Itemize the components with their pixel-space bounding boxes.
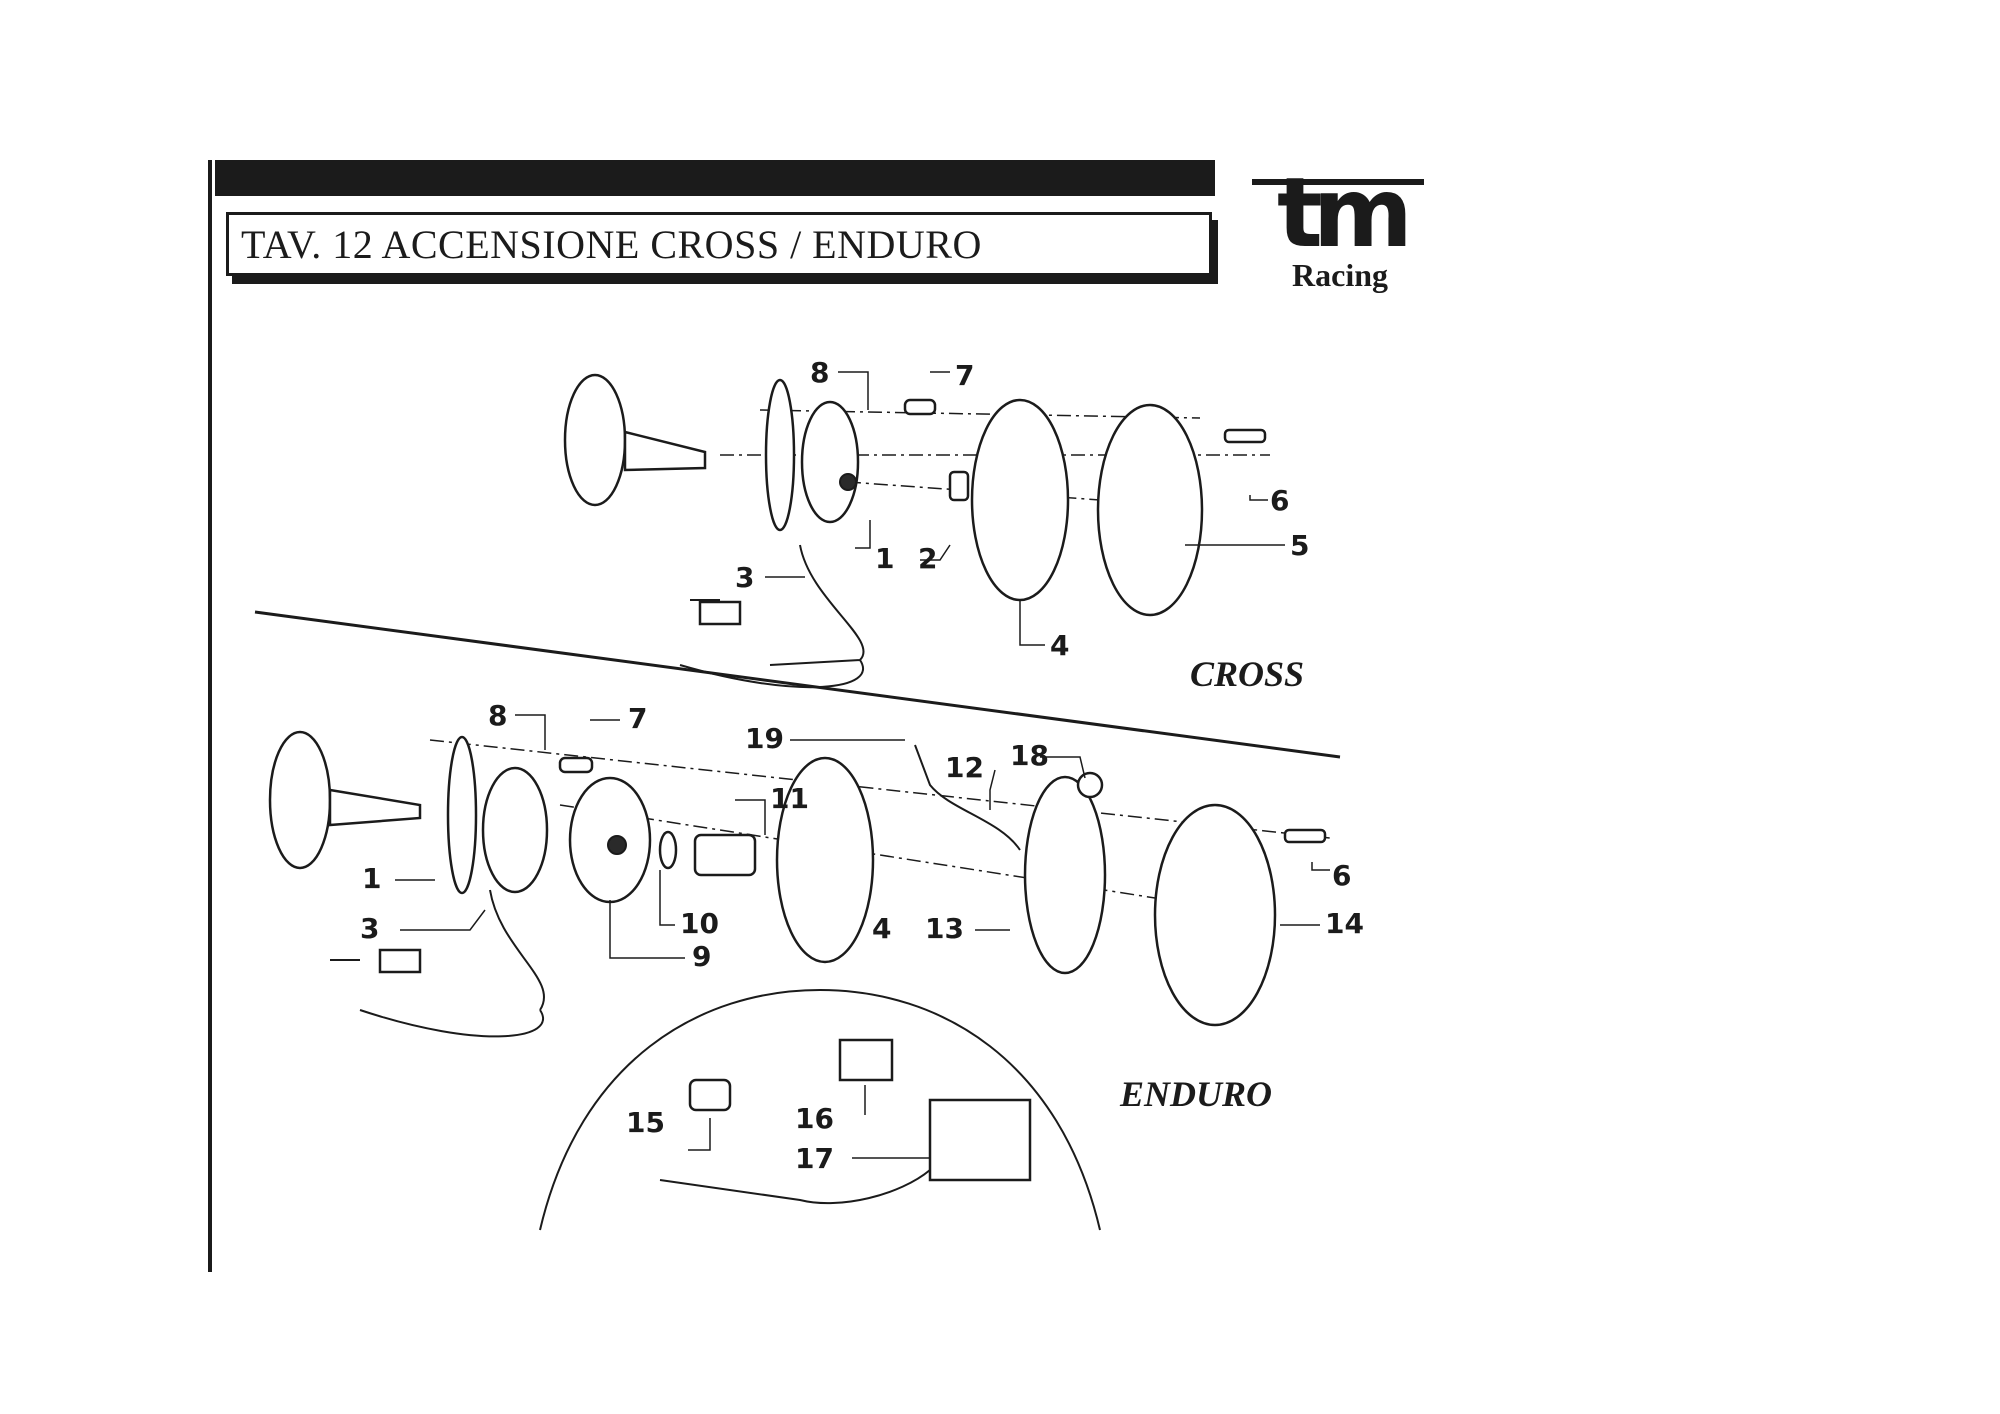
enduro-callout-16: 16 [795,1102,834,1135]
enduro-cable-19 [914,744,1021,851]
title-box: TAV. 12 ACCENSIONE CROSS / ENDURO [226,212,1212,276]
enduro-assembly [268,730,1331,1038]
enduro-bolt-6 [1283,828,1327,844]
enduro-washer-10 [658,830,678,870]
enduro-callout-6: 6 [1332,859,1351,892]
cross-callout-7: 7 [955,359,974,392]
cross-key-2 [948,470,970,502]
relay-16 [838,1038,894,1082]
logo-subtitle: Racing [1292,257,1388,293]
enduro-callout-3: 3 [360,912,379,945]
enduro-electronics-inset [539,988,1101,1231]
cross-gasket-4 [970,398,1070,602]
enduro-section-label: ENDURO [1119,1074,1272,1114]
enduro-callout-18: 18 [1010,739,1049,772]
enduro-cover-14 [1153,803,1277,1027]
cross-leader-lines [765,371,1285,646]
enduro-callout-4: 4 [872,912,891,945]
cross-connector [698,600,742,626]
cross-callout-4: 4 [1050,629,1069,662]
cross-callout-8: 8 [810,356,829,389]
enduro-callout-8: 8 [488,699,507,732]
cross-section-label: CROSS [1190,654,1304,694]
cross-bolt-7 [903,398,937,416]
cross-wiring-3 [679,544,865,689]
enduro-leader-lines [395,714,1330,1159]
enduro-axis-lines [429,739,1331,906]
enduro-callout-17: 17 [795,1142,834,1175]
cross-rotor [800,400,860,524]
header-bar [215,160,1215,196]
enduro-crankshaft [328,788,422,827]
cross-crankshaft [623,430,707,472]
cross-flywheel-1 [563,373,627,507]
regulator-15 [688,1078,732,1112]
enduro-grommet-18 [1076,771,1104,799]
enduro-harness [659,1169,931,1205]
cross-callout-3: 3 [735,561,754,594]
cdi-unit-17 [928,1098,1032,1182]
logo-mark: tm [1277,157,1413,269]
enduro-bolt-7 [558,756,594,774]
enduro-callout-1: 1 [362,862,381,895]
cross-callout-2: 2 [918,542,937,575]
left-border-rule [208,160,212,1272]
enduro-callout-15: 15 [626,1106,665,1139]
enduro-callout-12: 12 [945,751,984,784]
enduro-callouts: 8 7 19 12 18 11 6 1 3 10 9 4 13 14 15 16… [360,699,1364,1175]
tm-racing-logo: tm Racing [1250,165,1430,305]
enduro-callout-14: 14 [1325,907,1364,940]
enduro-callout-13: 13 [925,912,964,945]
cross-callouts: 8 7 6 5 1 2 3 4 CROSS [735,356,1309,694]
enduro-callout-10: 10 [680,907,719,940]
enduro-gasket-4 [775,756,875,964]
cross-callout-6: 6 [1270,484,1289,517]
inset-arc [539,988,1101,1231]
logo-bar [1252,179,1424,185]
enduro-callout-19: 19 [745,722,784,755]
enduro-flywheel [268,730,332,870]
enduro-connector [378,948,422,974]
enduro-callout-11: 11 [770,782,809,815]
enduro-wiring-3 [330,889,546,1038]
enduro-rotor-1 [481,766,549,894]
enduro-rotor-hub [607,835,627,855]
cross-callout-1: 1 [875,542,894,575]
cross-assembly [563,373,1270,689]
cross-cover-5 [1096,403,1204,617]
cross-callout-5: 5 [1290,529,1309,562]
cross-rotor-hub [839,473,857,491]
cross-bolt-6 [1223,428,1267,444]
cross-stator-plate [764,378,796,532]
enduro-nut-11 [693,833,757,877]
enduro-callout-7: 7 [628,702,647,735]
enduro-stator-13 [1023,775,1107,975]
enduro-stator-plate [446,735,478,895]
page-title: TAV. 12 ACCENSIONE CROSS / ENDURO [241,222,982,267]
enduro-callout-9: 9 [692,940,711,973]
section-divider [254,610,1341,759]
